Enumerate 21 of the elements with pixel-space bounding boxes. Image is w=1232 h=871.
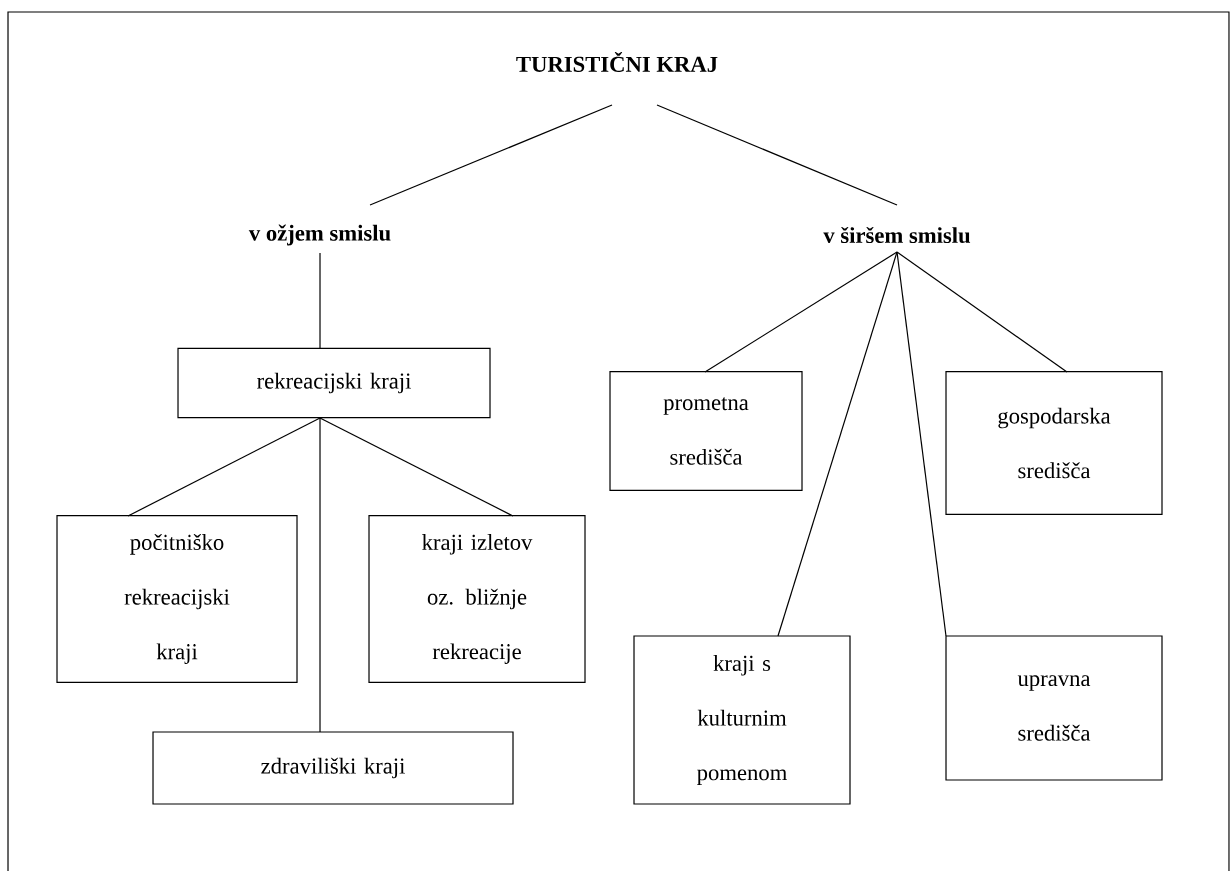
category-box: kraji s kulturnim pomenom	[633, 635, 851, 805]
category-box: kraji izletov oz. bližnje rekreacije	[368, 515, 586, 683]
heading-text: v ožjem smislu	[248, 224, 391, 246]
heading-text: v širšem smislu	[823, 226, 971, 244]
connector-line	[656, 104, 898, 206]
connector-line	[319, 417, 514, 517]
category-box: počitniško rekreacijski kraji	[56, 515, 298, 683]
connector-line	[896, 251, 1068, 373]
connector-line	[319, 252, 321, 349]
heading-text: TURISTIČNI KRAJ	[516, 52, 718, 72]
category-box: zdraviliški kraji	[152, 731, 514, 805]
connector-line	[896, 251, 947, 637]
connector-line	[704, 251, 898, 373]
connector-line	[319, 417, 321, 733]
category-box: prometna središča	[609, 371, 803, 491]
category-box: upravna središča	[945, 635, 1163, 781]
connector-line	[127, 417, 321, 517]
category-box: gospodarska središča	[945, 371, 1163, 515]
category-box: rekreacijski kraji	[177, 347, 491, 419]
connector-line	[777, 251, 898, 637]
connector-line	[369, 104, 613, 206]
